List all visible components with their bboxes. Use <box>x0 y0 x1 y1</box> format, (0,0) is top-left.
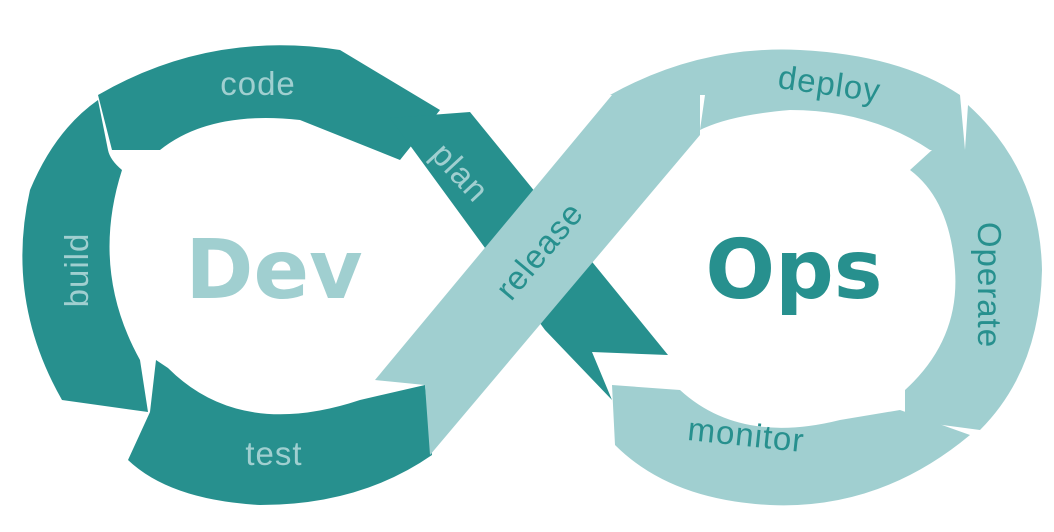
monitor-segment <box>612 385 970 506</box>
center-label-ops: Ops <box>705 223 882 318</box>
stage-label-build: build <box>58 233 95 308</box>
center-label-dev: Dev <box>185 223 362 318</box>
dev-ring <box>22 45 668 505</box>
release-segment <box>375 95 700 455</box>
stage-label-test: test <box>245 435 302 472</box>
operate-segment <box>905 105 1042 430</box>
test-segment <box>128 360 432 505</box>
ops-ring <box>375 49 1042 506</box>
code-segment <box>98 45 440 161</box>
stage-label-code: code <box>220 65 296 102</box>
stage-label-operate: Operate <box>971 222 1008 348</box>
build-segment <box>22 100 148 412</box>
deploy-segment <box>610 49 965 150</box>
